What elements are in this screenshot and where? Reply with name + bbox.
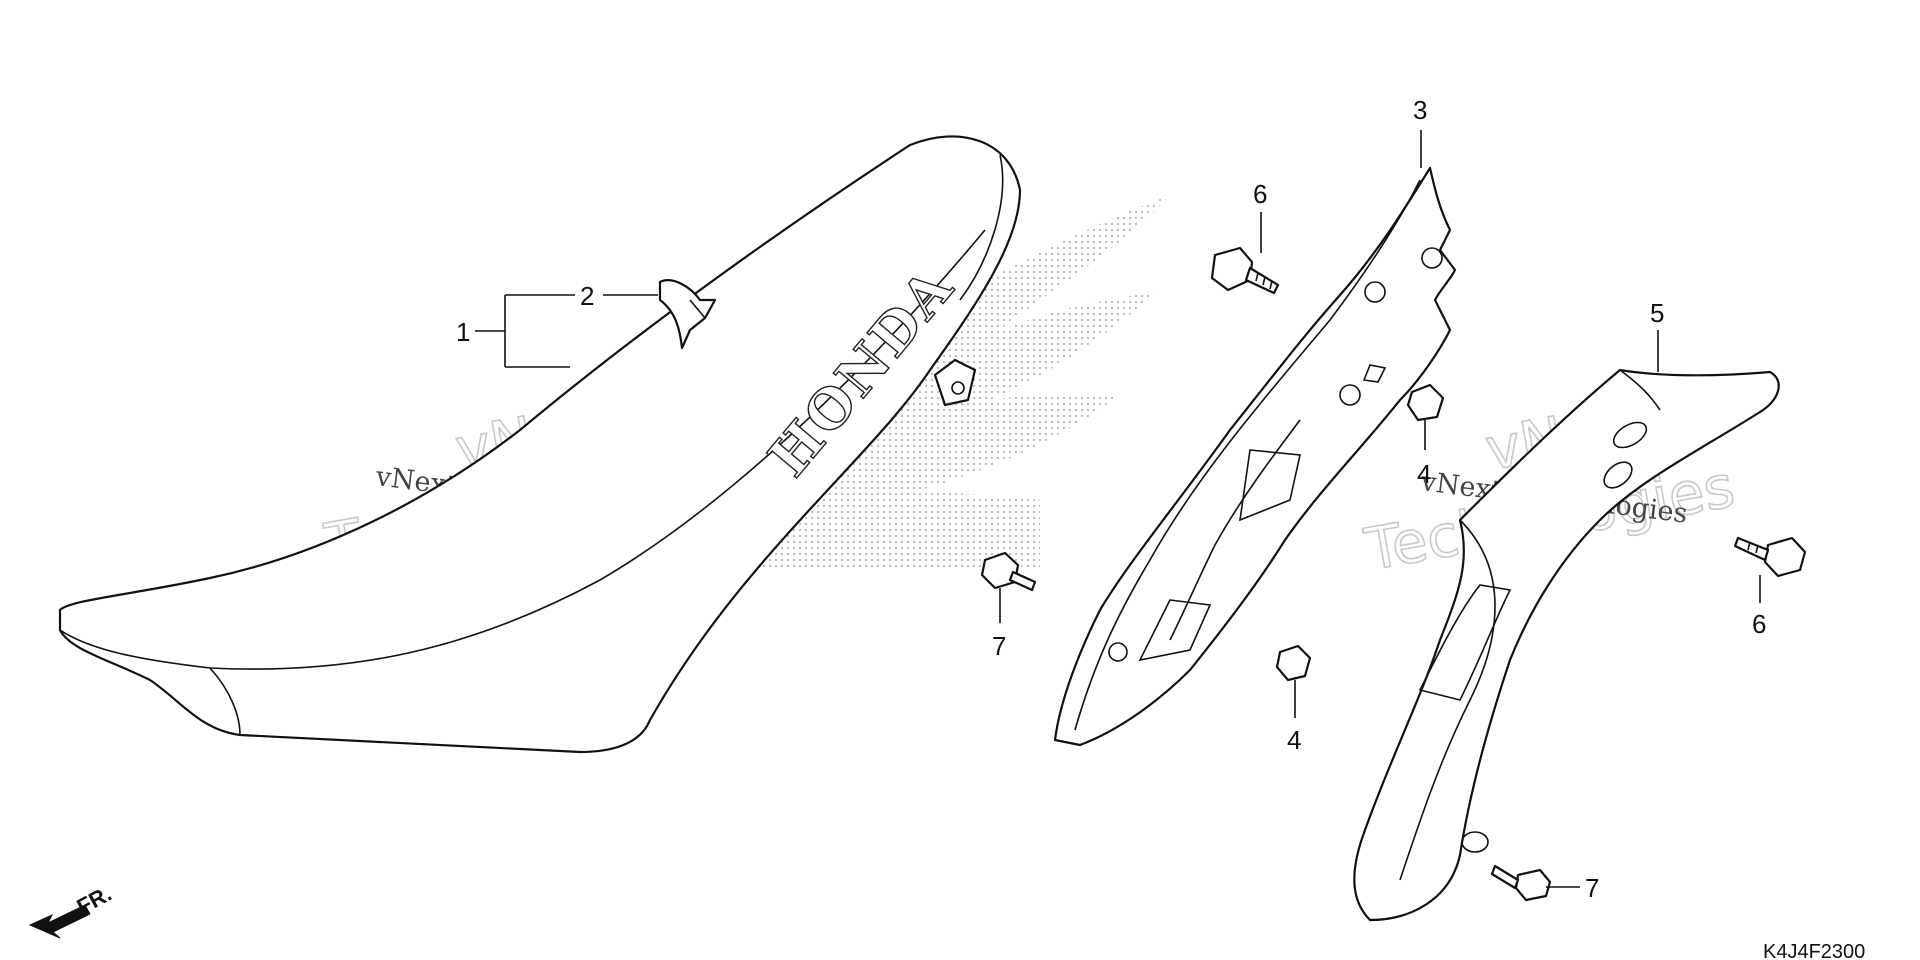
callout-2: 2	[580, 281, 594, 311]
bolt-7-left[interactable]	[980, 551, 1037, 592]
seat-strap-part[interactable]	[658, 279, 717, 350]
callout-1: 1	[456, 317, 470, 347]
callout-6-upper: 6	[1253, 179, 1267, 209]
callout-4-lower: 4	[1287, 725, 1301, 755]
front-direction-indicator: FR.	[28, 881, 116, 939]
side-cover-frame-part[interactable]	[1053, 166, 1457, 747]
callout-7-left: 7	[992, 631, 1006, 661]
side-cover-part[interactable]	[1353, 368, 1780, 922]
bolt-7-right[interactable]	[1490, 864, 1552, 902]
callout-5: 5	[1650, 298, 1664, 328]
front-arrow-icon	[28, 904, 91, 939]
bolt-6-right[interactable]	[1733, 536, 1807, 578]
nut-4-upper[interactable]	[1406, 383, 1445, 422]
diagram-code: K4J4F2300	[1763, 941, 1865, 960]
bolt-6-upper[interactable]	[1210, 246, 1280, 295]
callout-6-right: 6	[1752, 609, 1766, 639]
nut-4-lower[interactable]	[1275, 644, 1312, 682]
callout-7-right: 7	[1585, 873, 1599, 903]
callout-labels: 1 2 3 4 4 5 6 6 7 7	[456, 95, 1766, 903]
leader-lines	[475, 130, 1761, 888]
callout-3: 3	[1413, 95, 1427, 125]
callout-4-upper: 4	[1417, 459, 1431, 489]
